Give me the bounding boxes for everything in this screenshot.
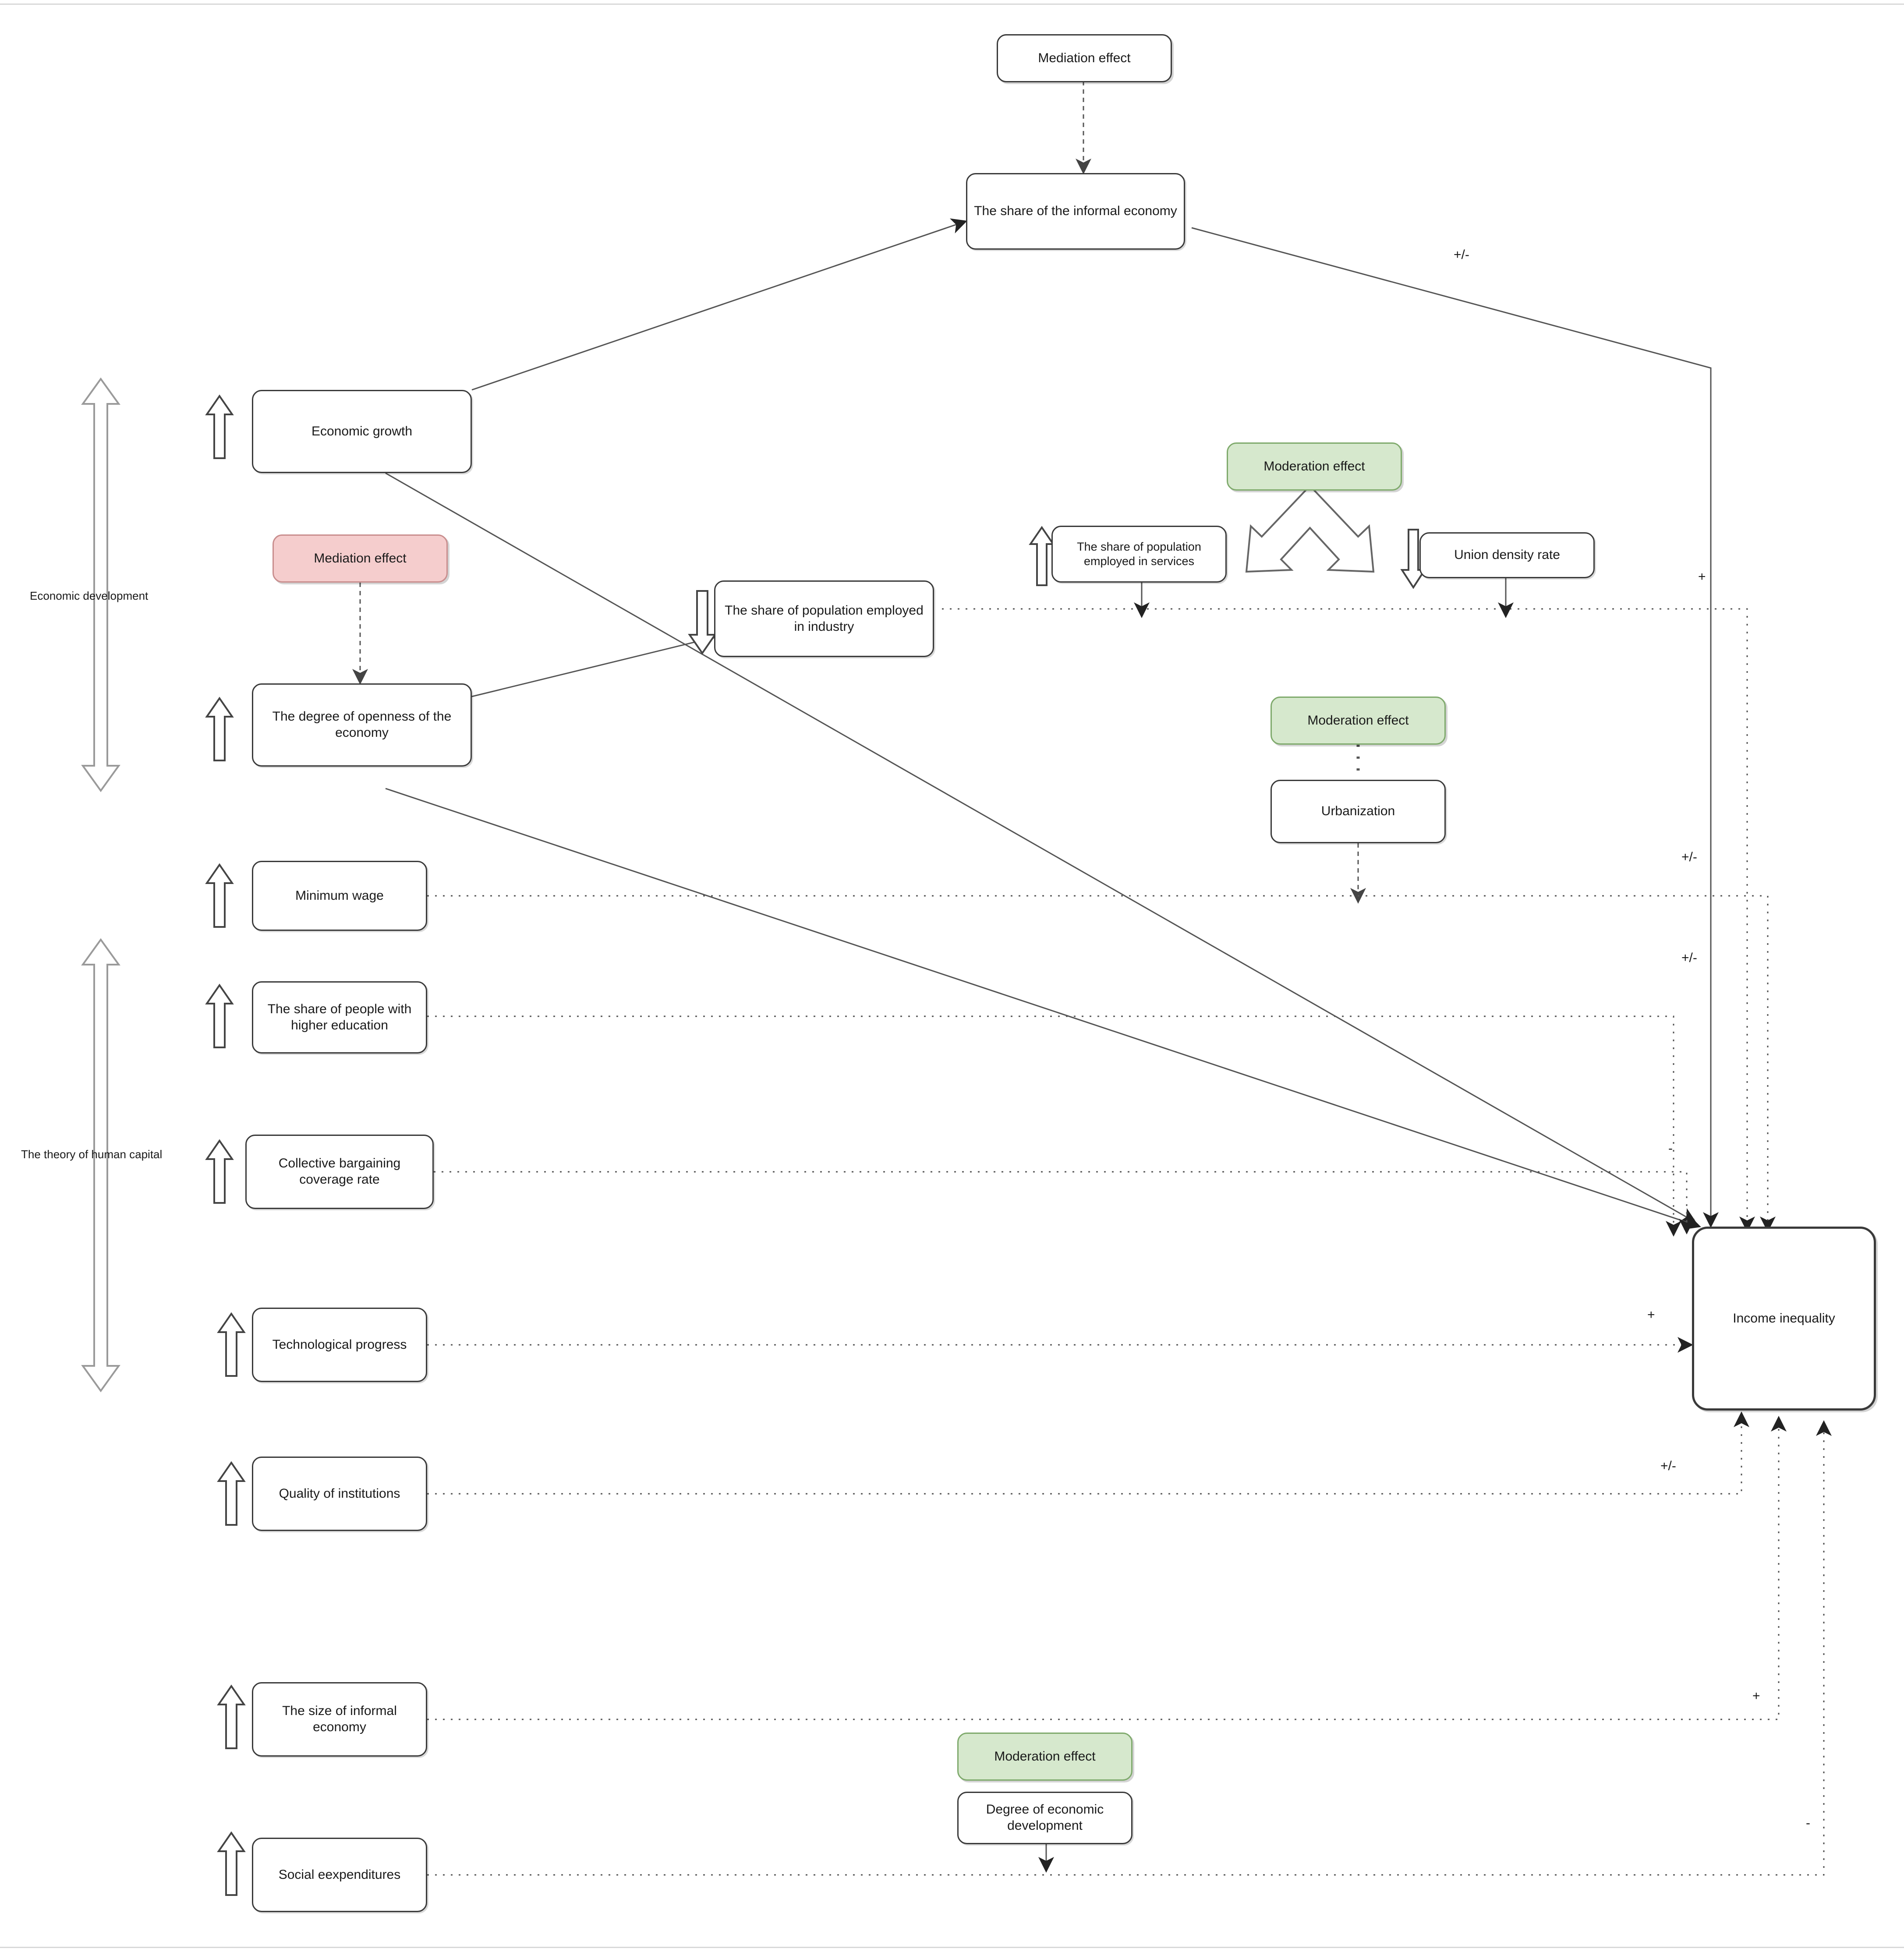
node-label: The share of people with higher educatio… <box>267 1001 412 1033</box>
node-label: Minimum wage <box>295 888 384 903</box>
node-label: The share of the informal economy <box>974 204 1177 219</box>
up-arrow-social-expenditures <box>217 1831 246 1896</box>
node-label: The share of population employed in serv… <box>1077 540 1201 568</box>
badge-label: Moderation effect <box>994 1749 1096 1764</box>
sign-technological-progress: + <box>1647 1308 1655 1322</box>
node-label: Quality of institutions <box>279 1486 400 1501</box>
node-urbanization[interactable]: Urbanization <box>1271 780 1446 843</box>
node-collective-bargaining[interactable]: Collective bargaining coverage rate <box>245 1135 434 1209</box>
node-quality-of-institutions[interactable]: Quality of institutions <box>252 1457 427 1531</box>
up-arrow-openness <box>205 697 234 761</box>
up-arrow-size-informal-economy <box>217 1684 246 1749</box>
frame-bottom-rule <box>0 1947 1904 1948</box>
badge-mediation-openness: Mediation effect <box>273 534 448 583</box>
moderation-fork-arrow <box>1245 484 1375 573</box>
sign-informal-to-inequality: +/- <box>1454 248 1469 262</box>
up-arrow-minimum-wage <box>205 863 234 928</box>
badge-moderation-urbanization: Moderation effect <box>1271 697 1446 745</box>
human-capital-range-arrow <box>81 938 120 1393</box>
node-label: The size of informal economy <box>282 1704 397 1734</box>
up-arrow-higher-education <box>205 983 234 1048</box>
node-employed-industry[interactable]: The share of population employed in indu… <box>714 580 934 657</box>
node-label: The degree of openness of the economy <box>272 709 452 740</box>
node-label: Income inequality <box>1733 1311 1835 1326</box>
node-openness-of-economy[interactable]: The degree of openness of the economy <box>252 683 472 767</box>
badge-label: Mediation effect <box>314 551 407 566</box>
sign-collective-bargaining: - <box>1668 1141 1673 1156</box>
node-label: Collective bargaining coverage rate <box>278 1156 401 1187</box>
node-label: Social eexpenditures <box>278 1867 401 1882</box>
up-arrow-collective-bargaining <box>205 1139 234 1204</box>
badge-label: Mediation effect <box>1038 50 1131 65</box>
node-label: Economic growth <box>311 424 413 438</box>
badge-moderation-degree-dev: Moderation effect <box>957 1733 1132 1781</box>
sign-quality-institutions: +/- <box>1660 1459 1676 1473</box>
badge-mediation-top: Mediation effect <box>997 34 1172 82</box>
up-arrow-quality-institutions <box>217 1461 246 1526</box>
up-arrow-employed-services <box>1029 526 1055 586</box>
up-arrow-economic-growth <box>205 394 234 459</box>
node-union-density-rate[interactable]: Union density rate <box>1419 532 1595 578</box>
sign-higher-education: +/- <box>1681 951 1697 965</box>
node-income-inequality[interactable]: Income inequality <box>1692 1227 1876 1411</box>
node-degree-economic-development[interactable]: Degree of economic development <box>957 1792 1132 1844</box>
node-economic-growth[interactable]: Economic growth <box>252 390 472 473</box>
node-minimum-wage[interactable]: Minimum wage <box>252 861 427 931</box>
node-technological-progress[interactable]: Technological progress <box>252 1308 427 1382</box>
node-label: Degree of economic development <box>986 1802 1104 1833</box>
sign-size-informal-economy: + <box>1752 1689 1760 1703</box>
down-arrow-employed-industry <box>688 590 717 655</box>
node-label: The share of population employed in indu… <box>725 603 924 634</box>
sign-services-union: + <box>1698 569 1706 584</box>
group-label-economic-development: Economic development <box>30 589 149 602</box>
economic-development-range-arrow <box>81 377 120 792</box>
node-label: Urbanization <box>1321 804 1395 819</box>
group-label-theory-human-capital: The theory of human capital <box>21 1148 163 1161</box>
node-employed-services[interactable]: The share of population employed in serv… <box>1051 526 1227 583</box>
node-social-expenditures[interactable]: Social eexpenditures <box>252 1838 427 1912</box>
sign-social-expenditures: - <box>1806 1816 1810 1830</box>
node-size-informal-economy[interactable]: The size of informal economy <box>252 1682 427 1757</box>
badge-label: Moderation effect <box>1263 459 1365 474</box>
badge-label: Moderation effect <box>1307 713 1409 728</box>
up-arrow-technological-progress <box>217 1312 246 1377</box>
node-informal-economy-share[interactable]: The share of the informal economy <box>966 173 1185 250</box>
sign-minimum-wage: +/- <box>1681 850 1697 864</box>
node-label: Union density rate <box>1454 548 1560 562</box>
node-higher-education-share[interactable]: The share of people with higher educatio… <box>252 981 427 1054</box>
node-label: Technological progress <box>272 1337 407 1352</box>
frame-top-rule <box>0 4 1904 5</box>
badge-moderation-services-union: Moderation effect <box>1227 442 1402 491</box>
